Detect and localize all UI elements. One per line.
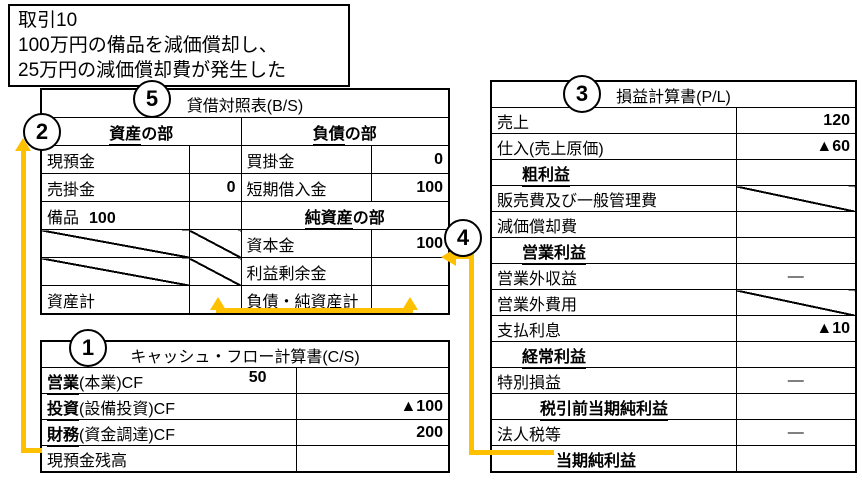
cs-row-operating-extra [295, 367, 450, 394]
pl-row-corporate-tax-label: 法人税等 [490, 419, 737, 446]
pl-row-sga-value [735, 185, 857, 212]
transaction-note: 取引10 100万円の備品を減価償却し、 25万円の減価償却費が発生した [8, 4, 350, 87]
cash-arrow-vertical [21, 149, 26, 452]
cs-title: キャッシュ・フロー計算書(C/S) [40, 340, 450, 368]
bs-capital-label: 資本金 [240, 229, 372, 258]
pl-title: 損益計算書(P/L) [490, 80, 857, 108]
pl-row-cogs-label: 仕入(売上原価) [490, 133, 737, 160]
bs-short-term-loans-label: 短期借入金 [240, 173, 372, 202]
step-badge-4: 4 [444, 219, 482, 257]
pl-row-extraordinary-label: 特別損益 [490, 367, 737, 394]
transaction-note-line2: 100万円の備品を減価償却し、 [18, 35, 278, 56]
pl-row-gross-profit-value [735, 159, 857, 186]
pl-row-ordinary-profit-value [735, 341, 857, 368]
bs-retained-earnings-value [370, 257, 450, 286]
bs-net-assets-header: 純資産の部 [240, 201, 450, 230]
pl-row-interest-paid-value: ▲10 [735, 315, 857, 342]
pl-row-depreciation-value [735, 211, 857, 238]
bs-equipment-cell: 備品 100 [40, 201, 190, 230]
transaction-note-line3: 25万円の減価償却費が発生した [18, 60, 287, 81]
bs-short-term-loans-value: 100 [370, 173, 450, 202]
cs-row-cash-balance-value [295, 445, 450, 473]
balance-arrow-horizontal [216, 308, 413, 313]
step-badge-3: 3 [563, 75, 601, 113]
cs-row-investing-value: ▲100 [295, 393, 450, 420]
balance-sheet-table: 貸借対照表(B/S) 資産の部 負債の部 現預金 買掛金 0 売掛金 0 短期借… [40, 88, 451, 315]
pl-row-cogs-value: ▲60 [735, 133, 857, 160]
bs-accounts-receivable-label: 売掛金 [40, 173, 190, 202]
pl-row-operating-profit-value [735, 237, 857, 264]
pl-row-pretax-income-value [735, 393, 857, 420]
pl-row-pretax-income-label: 税引前当期純利益 [490, 393, 737, 421]
bs-net-assets-header-em: 純資産 [304, 209, 353, 230]
net-income-arrow-vertical [469, 254, 474, 455]
bs-empty-cell [188, 201, 242, 230]
bs-retained-earnings-label: 利益剰余金 [240, 257, 372, 286]
pl-row-extraordinary-value: — [735, 367, 857, 394]
bs-assets-header-rest: の部 [141, 125, 174, 143]
pl-row-non-operating-expenses-value [735, 289, 857, 316]
bs-assets-total-label: 資産計 [40, 285, 190, 315]
bs-crossed-cell [40, 257, 190, 286]
bs-liabilities-header-em: 負債 [312, 125, 345, 146]
pl-row-sales-value: 120 [735, 107, 857, 134]
pl-row-ordinary-profit-label: 経常利益 [490, 341, 737, 369]
bs-accounts-payable-label: 買掛金 [240, 145, 372, 174]
bs-title: 貸借対照表(B/S) [40, 88, 450, 118]
balance-arrow-head-right-up [402, 297, 418, 310]
cs-row-financing-value: 200 [295, 419, 450, 446]
pl-row-net-income-label: 当期純利益 [490, 445, 737, 473]
net-income-arrow-bottom [469, 450, 554, 455]
cs-row-financing-label: 財務(資金調達)CF [40, 419, 297, 447]
bs-liabilities-header-rest: の部 [344, 125, 377, 143]
bs-assets-header: 資産の部 [40, 117, 242, 146]
bs-capital-value: 100 [370, 229, 450, 258]
bs-liabilities-header: 負債の部 [240, 117, 450, 146]
pl-row-non-operating-income-value: — [735, 263, 857, 290]
pl-row-interest-paid-label: 支払利息 [490, 315, 737, 342]
step-badge-5: 5 [133, 80, 171, 118]
pl-row-non-operating-income-label: 営業外収益 [490, 263, 737, 290]
bs-accounts-receivable-value: 0 [188, 173, 242, 202]
pl-row-non-operating-expenses-label: 営業外費用 [490, 289, 737, 316]
pl-row-sga-label: 販売費及び一般管理費 [490, 185, 737, 212]
step-badge-1: 1 [69, 329, 107, 367]
bs-equipment-label: 備品 [47, 209, 80, 227]
bs-cash-value [188, 145, 242, 174]
cs-row-cash-balance-label: 現預金残高 [40, 445, 297, 473]
bs-assets-header-em: 資産 [109, 125, 142, 146]
pl-row-corporate-tax-value: — [735, 419, 857, 446]
cs-row-investing-label: 投資(設備投資)CF [40, 393, 297, 421]
step-badge-2: 2 [23, 113, 61, 151]
pl-row-net-income-value [735, 445, 857, 473]
bs-accounts-payable-value: 0 [370, 145, 450, 174]
pl-row-sales-label: 売上 [490, 107, 737, 134]
bs-crossed-cell [188, 229, 242, 258]
balance-arrow-head-left-up [210, 297, 226, 310]
pl-row-depreciation-label: 減価償却費 [490, 211, 737, 238]
bs-cash-label: 現預金 [40, 145, 190, 174]
pl-row-gross-profit-label: 粗利益 [490, 159, 737, 187]
transaction-note-line1: 取引10 [18, 10, 78, 31]
cs-row-operating-value: 50 [248, 368, 267, 386]
cash-arrow-horizontal [21, 448, 42, 453]
pl-row-operating-profit-label: 営業利益 [490, 237, 737, 265]
bs-crossed-cell [40, 229, 190, 258]
bs-equipment-value: 100 [89, 209, 116, 227]
bs-crossed-cell [188, 257, 242, 286]
bs-net-assets-header-rest: の部 [352, 209, 385, 227]
